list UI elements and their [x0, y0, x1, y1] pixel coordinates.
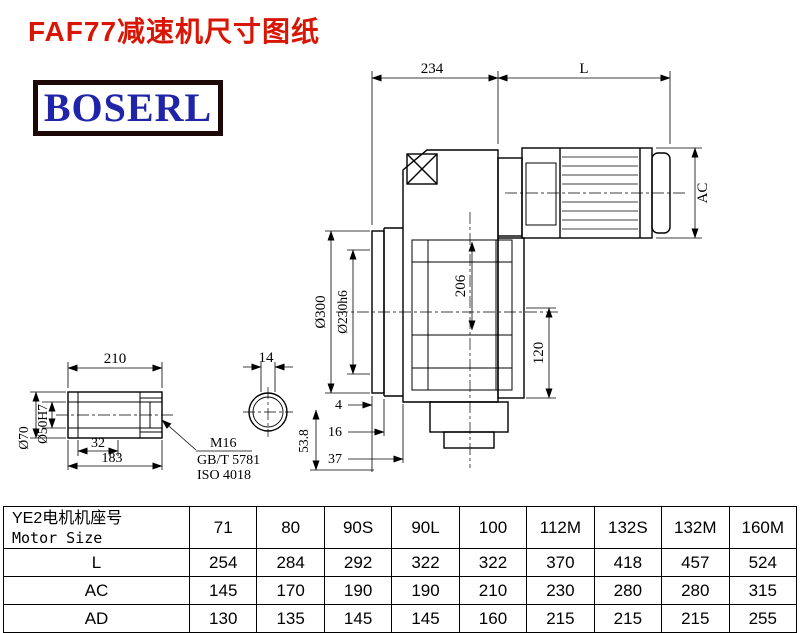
shaft-end-view	[248, 392, 288, 432]
value-cell: 457	[661, 548, 730, 577]
bolt-symbol	[406, 153, 438, 185]
dim-70-label: Ø70	[16, 426, 31, 449]
boserl-logo: BOSERL	[33, 80, 223, 136]
value-cell: 160	[458, 604, 528, 633]
row-label: AC	[3, 576, 190, 605]
dim-L-label: L	[579, 61, 588, 77]
m16-leader-line	[161, 419, 197, 451]
value-cell: 280	[593, 576, 663, 605]
value-cell: 230	[526, 576, 595, 605]
motor-size-cell: 71	[188, 506, 258, 549]
dim-206-label: 206	[453, 274, 469, 297]
dim-4-label: 4	[335, 398, 342, 413]
row-label: AD	[3, 604, 190, 633]
value-cell: 215	[661, 604, 730, 633]
value-cell: 254	[188, 548, 258, 577]
dim-14-label: 14	[259, 350, 275, 366]
value-cell: 170	[256, 576, 325, 605]
dim-120-label: 120	[531, 342, 547, 365]
technical-drawing: 234 L AC 206 Ø300 Ø230h6 120 4 16 37 53.…	[16, 61, 711, 483]
motor-size-cell: 112M	[526, 506, 595, 549]
value-cell: 145	[391, 604, 460, 633]
dim-234-label: 234	[421, 61, 444, 77]
motor-fins	[562, 156, 638, 230]
value-cell: 418	[593, 548, 663, 577]
value-cell: 145	[188, 576, 258, 605]
fan-cover	[651, 152, 671, 234]
motor-size-cell: 132M	[661, 506, 730, 549]
motor-size-header-cell: YE2电机机座号 Motor Size	[3, 506, 190, 549]
header-line2: Motor Size	[12, 528, 103, 547]
value-cell: 130	[188, 604, 258, 633]
motor-size-cell: 90S	[323, 506, 393, 549]
page-title: FAF77减速机尺寸图纸	[28, 16, 321, 47]
motor-size-cell: 160M	[728, 506, 797, 549]
motor-size-cell: 132S	[593, 506, 663, 549]
value-cell: 284	[256, 548, 325, 577]
note-gbt-label: GB/T 5781	[197, 453, 260, 468]
value-cell: 322	[458, 548, 528, 577]
gearbox-outline	[371, 149, 525, 449]
value-cell: 215	[526, 604, 595, 633]
dim-300-label: Ø300	[313, 295, 329, 328]
table-row-AC: AC 145 170 190 190 210 230 280 280 315	[3, 576, 797, 605]
dim-32-label: 32	[91, 436, 105, 451]
shaft-side-view	[67, 391, 163, 439]
value-cell: 370	[526, 548, 595, 577]
dim-37-label: 37	[328, 452, 342, 467]
dim-183-label: 183	[102, 451, 123, 466]
dim-53-8-label: 53.8	[296, 429, 311, 453]
dim-16-label: 16	[328, 425, 342, 440]
dim-210-label: 210	[104, 351, 127, 367]
dim-AC-label: AC	[695, 183, 711, 204]
header-line1: YE2电机机座号	[12, 509, 123, 527]
logo-text: BOSERL	[43, 85, 213, 130]
value-cell: 135	[256, 604, 325, 633]
value-cell: 210	[458, 576, 528, 605]
value-cell: 524	[728, 548, 797, 577]
note-iso-label: ISO 4018	[197, 468, 251, 483]
value-cell: 322	[391, 548, 460, 577]
table-header-row: YE2电机机座号 Motor Size 71 80 90S 90L 100 11…	[3, 506, 797, 549]
row-label: L	[3, 548, 190, 577]
dimension-lines	[30, 71, 702, 472]
centerlines	[56, 192, 688, 468]
motor-size-table: YE2电机机座号 Motor Size 71 80 90S 90L 100 11…	[3, 506, 797, 633]
value-cell: 190	[323, 576, 393, 605]
value-cell: 190	[391, 576, 460, 605]
dim-230h6-label: Ø230h6	[335, 290, 350, 334]
value-cell: 215	[593, 604, 663, 633]
value-cell: 280	[661, 576, 730, 605]
motor-size-cell: 90L	[391, 506, 460, 549]
dim-50H7-label: Ø50H7	[35, 404, 50, 444]
value-cell: 145	[323, 604, 393, 633]
motor-size-cell: 100	[458, 506, 528, 549]
table-row-L: L 254 284 292 322 322 370 418 457 524	[3, 548, 797, 577]
value-cell: 315	[728, 576, 797, 605]
value-cell: 292	[323, 548, 393, 577]
value-cell: 255	[728, 604, 797, 633]
note-m16-label: M16	[210, 436, 236, 451]
motor-outline	[521, 147, 671, 239]
motor-size-cell: 80	[256, 506, 325, 549]
dimension-labels: 234 L AC 206 Ø300 Ø230h6 120 4 16 37 53.…	[16, 61, 711, 483]
table-row-AD: AD 130 135 145 145 160 215 215 215 255	[3, 604, 797, 633]
